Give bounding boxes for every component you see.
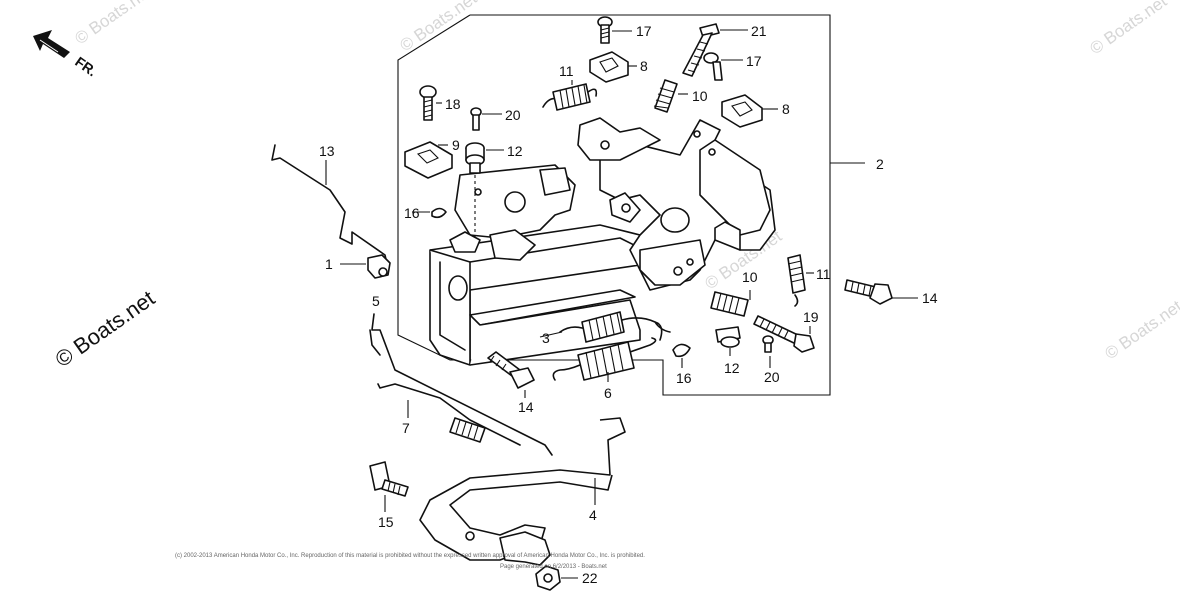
part-7-rod [377,383,521,446]
part-1-collar [340,254,391,279]
part-21-bolt [682,23,748,77]
assembly-outline-box [397,14,831,396]
callout-10a: 10 [692,88,708,104]
front-direction-arrow-icon [33,30,70,58]
callout-6: 6 [604,385,612,401]
part-8-clip-top [589,51,637,83]
part-18-screw [419,85,442,121]
front-direction-label: FR. [72,53,100,79]
callout-12b: 12 [724,360,740,376]
callout-3: 3 [542,330,550,346]
copyright-line-1: (c) 2002-2013 American Honda Motor Co., … [175,553,645,559]
part-11-spring-right [787,254,814,307]
callout-16b: 16 [676,370,692,386]
part-10-spring-top [653,79,688,113]
part-8-clip-right [721,94,778,128]
callout-8a: 8 [640,58,648,74]
part-14-bolt-left [487,351,535,398]
part-9-clip [404,141,453,179]
callout-11a: 11 [559,63,574,79]
part-10-spring-right [710,290,751,317]
callout-19: 19 [803,309,819,325]
boats-net-watermark: © Boats.net [51,285,160,372]
callout-21: 21 [751,23,767,39]
part-12-collar-top [465,142,504,240]
part-17-screw-right [703,52,743,81]
callout-1: 1 [325,256,333,272]
callout-2: 2 [876,156,884,172]
part-20-screw-right [762,335,774,368]
part-5-rod [369,313,553,456]
callout-18: 18 [445,96,461,112]
faint-watermark-3: © Boats.net [1101,296,1180,363]
callout-11b: 11 [816,266,831,282]
part-11-spring-top [542,80,598,111]
callout-22: 22 [582,570,598,586]
callout-17b: 17 [746,53,762,69]
callout-9: 9 [452,137,460,153]
part-20-screw-top [470,107,502,131]
callout-7: 7 [402,420,410,436]
control-base-bracket [429,117,776,366]
copyright-line-2: Page generated on 6/2/2013 - Boats.net [500,564,607,570]
part-14-bolt-right [844,279,918,305]
part-3-spring [539,311,671,343]
part-16-clip-left [412,207,447,219]
callout-14b: 14 [922,290,938,306]
part-16-clip-right [672,343,691,368]
part-4-control-lever [419,417,626,566]
part-12-collar-right [715,326,741,356]
part-19-bolt [753,315,815,353]
callout-12a: 12 [507,143,523,159]
callout-20b: 20 [764,369,780,385]
part-13-rod [271,144,389,269]
callout-8b: 8 [782,101,790,117]
part-17-screw-top [597,16,632,44]
callout-14a: 14 [518,399,534,415]
callout-5: 5 [372,293,380,309]
part-22-nut [535,565,578,591]
callout-16a: 16 [404,205,420,221]
callout-17a: 17 [636,23,652,39]
callout-13: 13 [319,143,335,159]
callout-10b: 10 [742,269,758,285]
callout-4: 4 [589,507,597,523]
part-15-bolt [369,461,409,512]
part-6-spring [552,337,657,382]
callout-20a: 20 [505,107,521,123]
callout-15: 15 [378,514,394,530]
faint-watermark-1: © Boats.net [396,0,480,55]
faint-watermark-5: © Boats.net [71,0,155,48]
faint-watermark-2: © Boats.net [1086,0,1170,58]
